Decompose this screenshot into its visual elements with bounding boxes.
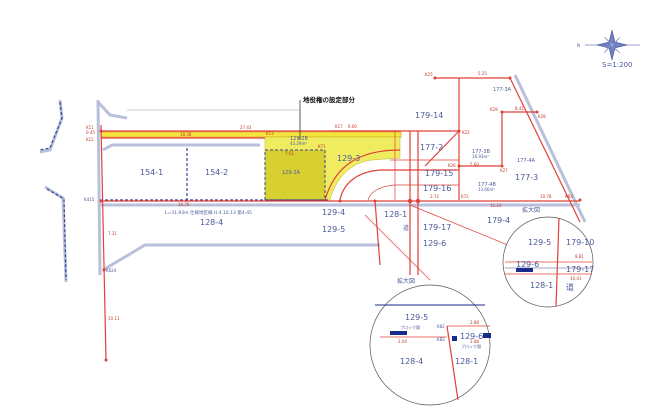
parcel-128-1: 128-1	[384, 210, 407, 219]
points-kb4-label: KB4	[565, 194, 573, 199]
circle2-c-label: 128-4	[400, 357, 423, 366]
parcel-129-4: 129-4	[322, 208, 345, 217]
parcel-177-3: 177-3	[515, 173, 538, 182]
circle1-c-label: 129-6	[516, 260, 539, 269]
magnified-label-2: 拡大図	[397, 277, 415, 285]
parcel-129-6: 129-6	[423, 239, 446, 248]
parcel-177-4a: 177-4A	[517, 158, 536, 164]
points-k29-label: K29	[490, 107, 498, 112]
magnified-view-1: 拡大図 129-5 179-10 129-6 179-17 128-1 道 8.…	[502, 206, 594, 308]
points-k17-label: K17	[335, 124, 343, 129]
parcel-177-3a: 177-3A	[493, 87, 512, 93]
parcel-154-1: 154-1	[140, 168, 163, 177]
distances-d14-label: 7.31	[108, 231, 117, 236]
parcel-179-4: 179-4	[487, 216, 510, 225]
distances-d3-label: 0.45	[86, 130, 95, 135]
circle1-a-label: 129-5	[528, 238, 551, 247]
points-k22-label: K22	[462, 130, 470, 135]
survey-points	[99, 76, 582, 362]
distances-d12-label: 3.72	[430, 194, 439, 199]
easement-area	[100, 131, 402, 201]
circle2-d-label: 128-1	[455, 357, 478, 366]
parcel-179-15: 179-15	[425, 169, 453, 178]
easement-title: 地役権の設定部分	[303, 95, 356, 104]
parcel-177-3b-area: 16.93m²	[472, 154, 489, 159]
points-k415-label: K415	[84, 197, 95, 202]
parcel-154-2: 154-2	[205, 168, 228, 177]
points-k72-label: K72	[461, 194, 469, 199]
parcel-179-14: 179-14	[415, 111, 443, 120]
circle2-h-label: 2.04	[398, 339, 407, 344]
circle1-d-label: 179-17	[566, 265, 594, 274]
circle2-e-label: ブロック塀	[400, 324, 420, 330]
circle2-a-label: 129-5	[405, 313, 428, 322]
distances-d2-label: 18.38	[180, 132, 192, 137]
points-k71-label: K71	[318, 144, 326, 149]
points-k12-label: K12	[86, 137, 94, 142]
parcel-177-4b-area: 13.66m²	[478, 187, 495, 192]
scale-label: S=1:200	[602, 61, 632, 69]
distances-d8-label: 6.60	[348, 124, 357, 129]
parcel-179-17: 179-17	[423, 223, 451, 232]
circle1-e-label: 128-1	[530, 281, 553, 290]
distances-d9-label: 7.61	[285, 151, 294, 156]
circle2-f-label: ブロック塀	[461, 343, 481, 349]
parcel-129-2b: 129-2B	[290, 136, 309, 142]
magnified-view-2: 拡大図 129-5 129-6 128-4 128-1 ブロック塀 ブロック塀 …	[369, 277, 491, 406]
parcel-129-5: 129-5	[322, 225, 345, 234]
road-note: L=31.93m 仕様地区線 H.4.10.13 第4-45	[165, 209, 252, 216]
magnified-label-1: 拡大図	[522, 206, 540, 214]
points-k24-label: K624	[106, 268, 117, 273]
points-k25-label: K25	[425, 72, 433, 77]
points-k26-label: K26	[448, 163, 456, 168]
parcel-labels: 154-1 154-2 129-2B 43.29m² 129-2A 128-4 …	[140, 87, 538, 248]
parcel-128-4: 128-4	[200, 218, 223, 227]
distances-d10-label: 10.78	[540, 194, 552, 199]
circle1-g-label: 8.81	[575, 254, 584, 259]
points-k13-label: K13	[266, 131, 274, 136]
circle1-h-label: 10.41	[570, 276, 582, 281]
distances-d6-label: 8.41	[515, 106, 524, 111]
parcel-179-16: 179-16	[423, 184, 451, 193]
circle2-g-label: 2.88	[470, 320, 479, 325]
survey-annotations: K11 0.45 K12 K415 K624 27.43 18.38 16.70…	[84, 71, 573, 321]
circle1-b-label: 179-10	[566, 238, 594, 247]
points-k27-label: K27	[500, 168, 508, 173]
boundary-lines	[100, 77, 581, 361]
parcel-177-2: 177-2	[420, 143, 443, 152]
parcel-129-3: 129-3	[337, 154, 360, 163]
circle2-i-label: 2.88	[470, 339, 479, 344]
road-label: 道	[403, 224, 409, 232]
road-edges	[39, 74, 587, 283]
compass-rose-icon: N	[577, 29, 640, 61]
points-k28-label: K28	[538, 114, 546, 119]
circle2-j-label: K82	[437, 324, 445, 329]
parcel-177-4b: 177-4B	[478, 182, 497, 188]
parcel-129-2b-area: 43.29m²	[290, 141, 307, 146]
circle2-b-label: 129-6	[460, 332, 483, 341]
parcel-129-2a: 129-2A	[282, 170, 301, 176]
distances-d4-label: 16.70	[178, 202, 190, 207]
parcel-177-3b: 177-3B	[472, 149, 491, 155]
distances-d13-label: 10.11	[108, 316, 120, 321]
circle1-f-label: 道	[566, 282, 574, 292]
distances-d5-label: 5.25	[478, 71, 487, 76]
distances-d7-label: 5.60	[470, 162, 479, 167]
distances-d1-label: 27.43	[240, 125, 252, 130]
points-k11-label: K11	[86, 125, 94, 130]
north-label: N	[577, 43, 580, 48]
circle2-k-label: K83	[437, 337, 445, 342]
distances-d11-label: 15.24	[490, 203, 502, 208]
